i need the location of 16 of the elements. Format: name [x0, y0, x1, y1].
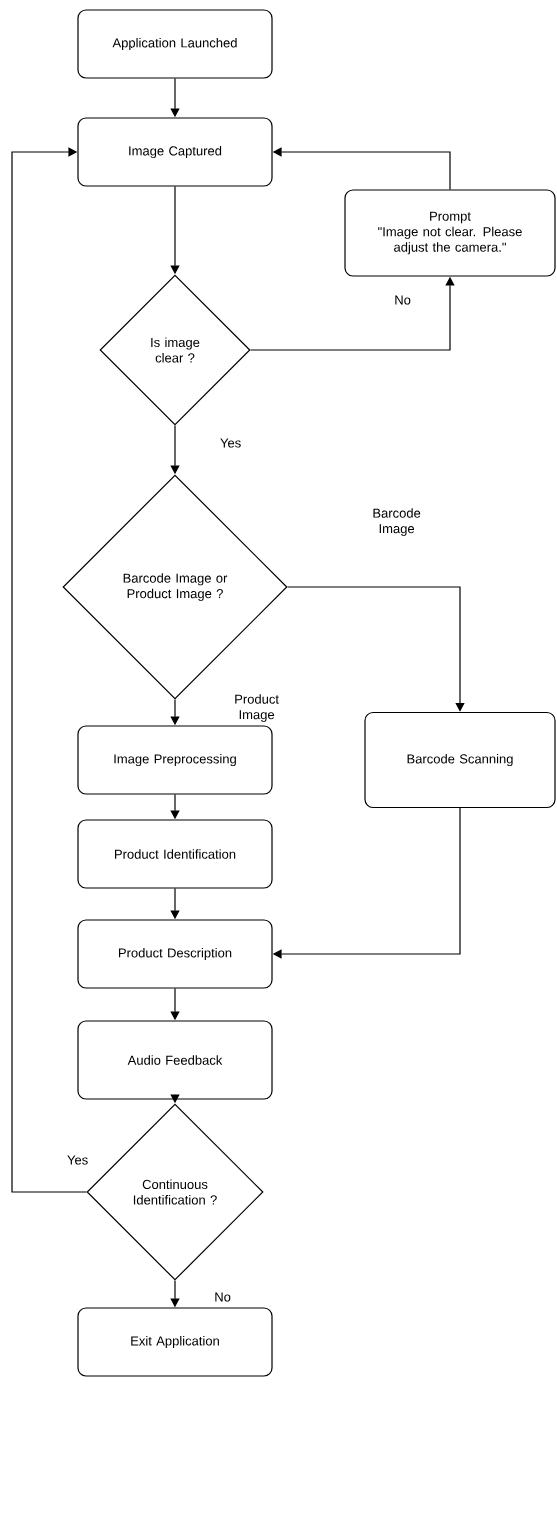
arrow	[287, 586, 465, 712]
arrow	[11, 147, 87, 1193]
process-box: Product Identification	[77, 819, 273, 889]
edge-label: Barcode Image	[373, 508, 421, 536]
process-box: Exit Application	[77, 1307, 273, 1377]
process-box: Prompt "Image not clear. Please adjust the camera."	[344, 189, 556, 277]
edge-label: No	[215, 1292, 231, 1302]
process-box: Product Description	[77, 919, 273, 989]
process-box: Image Preprocessing	[77, 725, 273, 795]
edge-label: Yes	[67, 1155, 88, 1165]
process-box: Audio Feedback	[77, 1020, 273, 1100]
process-box: Image Captured	[77, 117, 273, 187]
edge-label: Yes	[220, 438, 241, 448]
process-box: Application Launched	[77, 9, 273, 79]
edge-label: No	[395, 295, 411, 305]
process-box: Barcode Scanning	[364, 711, 556, 809]
